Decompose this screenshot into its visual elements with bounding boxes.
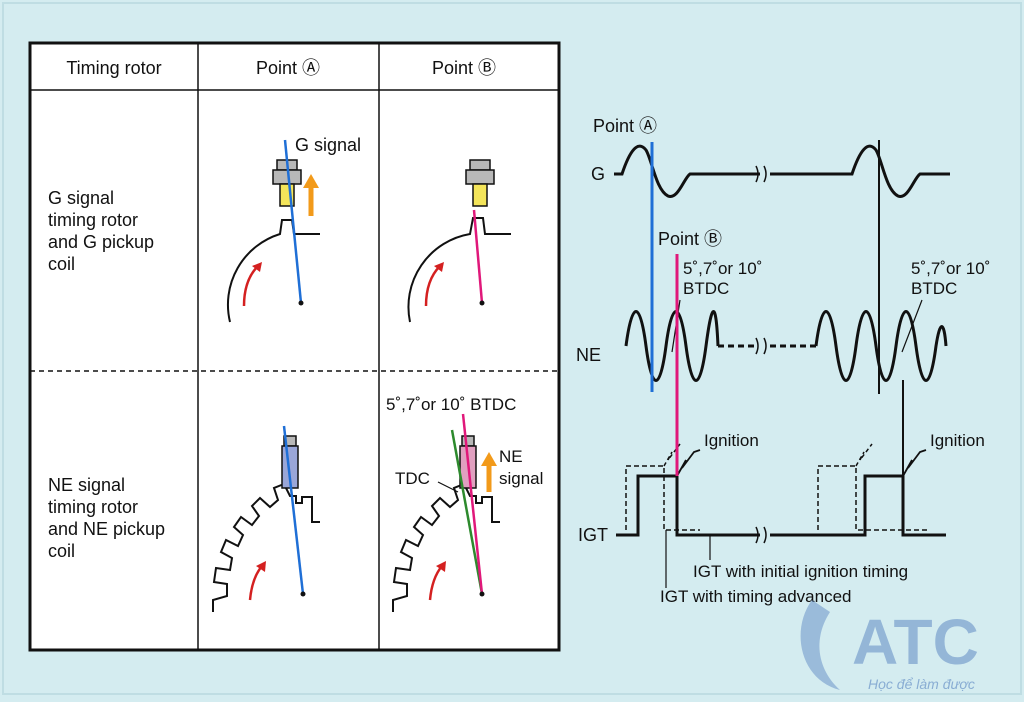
- btdc-right-leader: [901, 299, 923, 353]
- tdc-green-line: [450, 429, 484, 595]
- g-signal-arrow-head-icon: [303, 174, 319, 188]
- header-point-a: Point Ⓐ: [256, 58, 320, 78]
- row-label-ne: NE signal timing rotor and NE pickup coi…: [48, 475, 165, 561]
- point-b-pink-line: [472, 209, 484, 304]
- row-label-g-line-3: and G pickup: [48, 232, 154, 252]
- igt-dashed-right: [817, 465, 930, 531]
- g-rotor-outline: [227, 219, 320, 323]
- rotation-arrow-head-b-icon: [434, 262, 444, 272]
- ne-waveform-label: NE: [576, 345, 601, 365]
- ne-point-a-blue-line: [282, 425, 305, 595]
- g-signal-label: G signal: [295, 135, 361, 155]
- spark-left-icon: [676, 449, 701, 477]
- btdc-right-line-1: 5˚,7˚or 10˚: [911, 259, 990, 278]
- ne-signal-label-2: signal: [499, 469, 543, 488]
- rotation-arrow-head-icon: [252, 262, 262, 272]
- g-waveform-label: G: [591, 164, 605, 184]
- g-rotor-point-b: [407, 159, 511, 323]
- table-frame: [28, 41, 561, 652]
- ne-waveform-right: [814, 310, 948, 382]
- ne-rotor-center: [300, 591, 306, 597]
- ne-signal-label-1: NE: [499, 447, 523, 466]
- pickup-coil-cap-b: [469, 159, 491, 171]
- g-rotor-point-a: G signal: [227, 135, 361, 323]
- logo-text: ATC: [852, 606, 979, 678]
- btdc-pink-line: [461, 413, 484, 595]
- spark-dashed-left-icon: [663, 443, 681, 467]
- pickup-coil-body-b: [465, 169, 495, 185]
- tdc-label: TDC: [395, 469, 430, 488]
- igt-initial-label: IGT with initial ignition timing: [693, 562, 908, 581]
- igt-solid-left: [616, 474, 760, 537]
- ignition-left-label: Ignition: [704, 431, 759, 450]
- btdc-right-line-2: BTDC: [911, 279, 957, 298]
- header-timing-rotor: Timing rotor: [66, 58, 161, 78]
- ne-rotor-center-b: [479, 591, 485, 597]
- g-waveform-right: [770, 144, 950, 198]
- logo-swoosh-icon: [800, 600, 840, 690]
- header-point-b: Point Ⓑ: [432, 58, 496, 78]
- row-label-ne-line-1: NE signal: [48, 475, 125, 495]
- btdc-table-label: 5˚,7˚or 10˚ BTDC: [386, 395, 516, 414]
- pickup-coil-tip-b: [472, 183, 488, 207]
- logo-tagline: Học để làm được: [868, 676, 975, 692]
- rotor-center: [298, 300, 304, 306]
- ne-signal-arrow-head-icon: [481, 452, 497, 466]
- row-label-ne-line-2: timing rotor: [48, 497, 138, 517]
- spark-right-icon: [902, 449, 927, 477]
- row-label-g-line-1: G signal: [48, 188, 114, 208]
- ne-rotation-arrow-head-b-icon: [436, 561, 446, 572]
- ne-rotor-point-b: 5˚,7˚or 10˚ BTDC TDC NE signal: [386, 395, 543, 612]
- igt-advanced-label: IGT with timing advanced: [660, 587, 852, 606]
- ne-rotor-point-a: [212, 425, 320, 612]
- igt-dashed-left: [625, 465, 700, 531]
- timing-waveforms: Point Ⓐ G Point Ⓑ 5˚,7˚or 10˚ BTDC 5˚,7˚…: [576, 116, 990, 606]
- btdc-left-line-1: 5˚,7˚or 10˚: [683, 259, 762, 278]
- ne-waveform-left: [624, 310, 720, 382]
- row-label-g-line-4: coil: [48, 254, 75, 274]
- ne-break-mark: [755, 337, 767, 355]
- g-break-mark: [755, 165, 767, 183]
- igt-break-mark: [755, 526, 767, 544]
- ne-rotor-teeth-b: [392, 482, 500, 612]
- ignition-right-label: Ignition: [930, 431, 985, 450]
- g-rotor-outline-b: [407, 217, 511, 323]
- point-a-blue-line: [283, 139, 303, 304]
- igt-waveform-label: IGT: [578, 525, 608, 545]
- atc-logo: ATC Học để làm được: [800, 600, 979, 692]
- timing-rotor-table: Timing rotor Point Ⓐ Point Ⓑ G signal ti…: [28, 41, 561, 652]
- row-label-ne-line-3: and NE pickup: [48, 519, 165, 539]
- row-label-ne-line-4: coil: [48, 541, 75, 561]
- row-label-g: G signal timing rotor and G pickup coil: [48, 188, 154, 274]
- ne-rotor-teeth: [212, 482, 320, 612]
- ne-coil-cap-b: [461, 435, 475, 447]
- g-waveform-left: [614, 144, 760, 198]
- point-a-label: Point Ⓐ: [593, 116, 657, 136]
- spark-dashed-right-icon: [855, 443, 873, 467]
- row-label-g-line-2: timing rotor: [48, 210, 138, 230]
- btdc-left-line-2: BTDC: [683, 279, 729, 298]
- tdc-leader: [437, 481, 459, 493]
- ne-rotation-arrow-head-icon: [256, 561, 266, 572]
- rotor-center-b: [479, 300, 485, 306]
- igt-solid-right: [770, 474, 946, 537]
- point-b-label: Point Ⓑ: [658, 229, 722, 249]
